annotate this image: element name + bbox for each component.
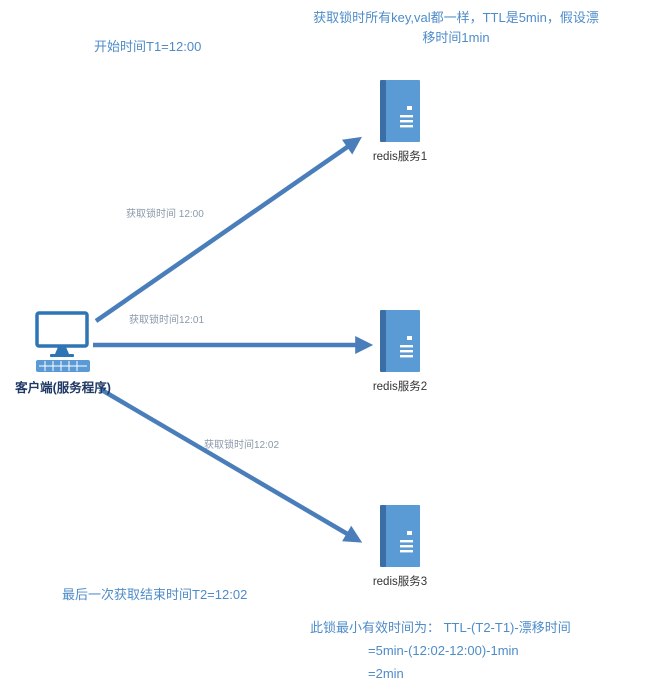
computer-icon bbox=[35, 311, 90, 372]
acquire-time-label-1: 获取锁时间 12:00 bbox=[126, 209, 204, 220]
server-label: redis服务3 bbox=[372, 576, 428, 588]
server-label: redis服务2 bbox=[372, 381, 428, 393]
arrow-client-to-redis1 bbox=[94, 136, 362, 323]
ttl-annotation: 获取锁时所有key,val都一样，TTL是5min，假设漂 移时间1min bbox=[278, 8, 634, 48]
server-icon bbox=[380, 80, 420, 142]
client-label: 客户端(服务程序) bbox=[15, 381, 111, 395]
redis-server-3: redis服务3 bbox=[360, 505, 440, 589]
client-computer: 客户端(服务程序) bbox=[8, 311, 118, 396]
formula-line2: =5min-(12:02-12:00)-1min bbox=[368, 643, 519, 658]
server-icon bbox=[380, 505, 420, 567]
ttl-annotation-line1: 获取锁时所有key,val都一样，TTL是5min，假设漂 bbox=[313, 10, 599, 25]
formula-line1: 此锁最小有效时间为： TTL-(T2-T1)-漂移时间 bbox=[310, 620, 571, 635]
acquire-time-label-2: 获取锁时间12:01 bbox=[129, 315, 205, 326]
redis-server-1: redis服务1 bbox=[360, 80, 440, 164]
validity-formula: 此锁最小有效时间为： TTL-(T2-T1)-漂移时间 =5min-(12:02… bbox=[310, 616, 571, 685]
ttl-annotation-line2: 移时间1min bbox=[422, 30, 490, 45]
server-icon bbox=[380, 310, 420, 372]
start-time-annotation: 开始时间T1=12:00 bbox=[94, 39, 202, 54]
end-time-annotation: 最后一次获取结束时间T2=12:02 bbox=[62, 587, 248, 602]
acquire-time-label-3: 获取锁时间12:02 bbox=[204, 440, 280, 451]
redis-server-2: redis服务2 bbox=[360, 310, 440, 394]
arrow-client-to-redis3 bbox=[98, 387, 363, 543]
server-label: redis服务1 bbox=[372, 151, 428, 163]
formula-line3: =2min bbox=[368, 666, 404, 681]
